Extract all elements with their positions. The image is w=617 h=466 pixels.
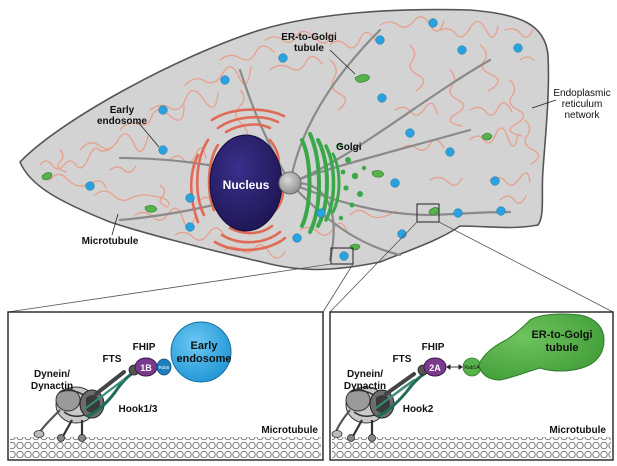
left-cargo-endosome: [170, 321, 232, 383]
right-motor-label-1: Dynein/: [347, 369, 383, 380]
early-endosome-label-1: Early: [110, 105, 135, 116]
left-fts-label: FTS: [103, 354, 122, 365]
left-microtubule-label: Microtubule: [261, 425, 318, 436]
nucleus-label: Nucleus: [223, 178, 270, 192]
left-fhip-label: FHIP: [133, 342, 156, 353]
left-rab: [156, 358, 172, 376]
er-network-label-2: reticulum: [562, 99, 603, 110]
right-zoom-panel: Microtubule 2A: [329, 311, 614, 461]
zoom-box-left: [330, 247, 354, 265]
er-golgi-tubule-label-2: tubule: [294, 43, 324, 54]
cell-membrane: [19, 8, 550, 271]
cell-labels: ER-to-Golgi tubule Early endosome Endopl…: [82, 32, 611, 247]
right-microtubule: [332, 437, 611, 458]
right-fhip: [423, 357, 447, 377]
left-cargo-label-1: Early: [191, 340, 219, 352]
zoom-connectors: [7, 221, 614, 313]
left-microtubule: [10, 437, 321, 458]
right-hook-adaptor: [376, 372, 426, 418]
left-rab-label: Rab5: [159, 365, 170, 370]
left-hook-label: Hook1/3: [119, 404, 158, 415]
zoom-box-right: [416, 203, 440, 223]
left-zoom-panel: Microtubule 1B Rab5: [7, 311, 324, 461]
nuclear-er: [189, 108, 287, 252]
right-cargo-label-2: tubule: [546, 342, 579, 354]
right-motor-label-2: Dynactin: [344, 381, 386, 392]
centrosome: [278, 171, 302, 195]
early-endosome-label-2: endosome: [97, 116, 147, 127]
left-motor-label-1: Dynein/: [34, 369, 70, 380]
right-fhip-label: FHIP: [422, 342, 445, 353]
er-network-label-1: Endoplasmic: [553, 88, 610, 99]
golgi-label: Golgi: [336, 142, 362, 153]
right-cargo-tubule: [478, 313, 605, 381]
right-hook-label: Hook2: [403, 404, 434, 415]
right-fts-label: FTS: [393, 354, 412, 365]
left-hook-adaptor: [86, 370, 136, 418]
right-binding-arrow: [446, 364, 463, 370]
right-cargo-label-1: ER-to-Golgi: [531, 329, 592, 341]
er-golgi-tubule-label-1: ER-to-Golgi: [281, 32, 337, 43]
golgi-stack: [300, 132, 341, 234]
er-to-golgi-tubules: [41, 74, 493, 251]
golgi-vesicles: [337, 142, 367, 221]
right-fhip-isoform: 2A: [429, 363, 441, 373]
microtubule-label: Microtubule: [82, 236, 139, 247]
early-endosomes: [85, 18, 523, 261]
left-motor-label-2: Dynactin: [31, 381, 73, 392]
er-network-label-3: network: [564, 110, 600, 121]
right-rab-label: Rab1A: [464, 365, 480, 371]
cell: Nucleus Golgi: [19, 8, 550, 271]
left-cargo-label-2: endosome: [176, 353, 231, 365]
right-microtubule-label: Microtubule: [549, 425, 606, 436]
left-fhip-isoform: 1B: [140, 363, 152, 373]
